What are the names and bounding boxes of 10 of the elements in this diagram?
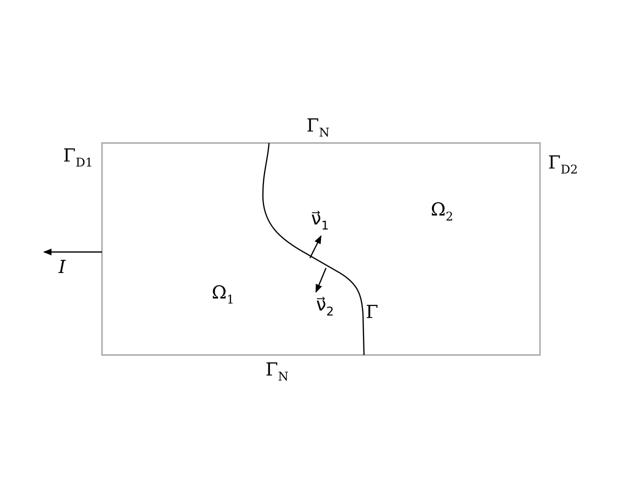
normal-vector-label: ν⃗$_{1}$ bbox=[311, 210, 329, 232]
boundary-label: Γ$_{N}$ bbox=[306, 118, 330, 138]
domain-label: Ω$_{2}$ bbox=[430, 202, 454, 222]
current-label: I bbox=[58, 259, 66, 277]
boundary-label: Γ$_{D1}$ bbox=[63, 148, 93, 168]
interface-label: Γ bbox=[366, 304, 378, 322]
boundary-label: Γ$_{D2}$ bbox=[548, 154, 578, 176]
normal-vector-label: ν⃗$_{2}$ bbox=[316, 296, 334, 318]
domain-label: Ω$_{1}$ bbox=[212, 284, 234, 306]
boundary-label: Γ$_{N}$ bbox=[266, 362, 288, 382]
